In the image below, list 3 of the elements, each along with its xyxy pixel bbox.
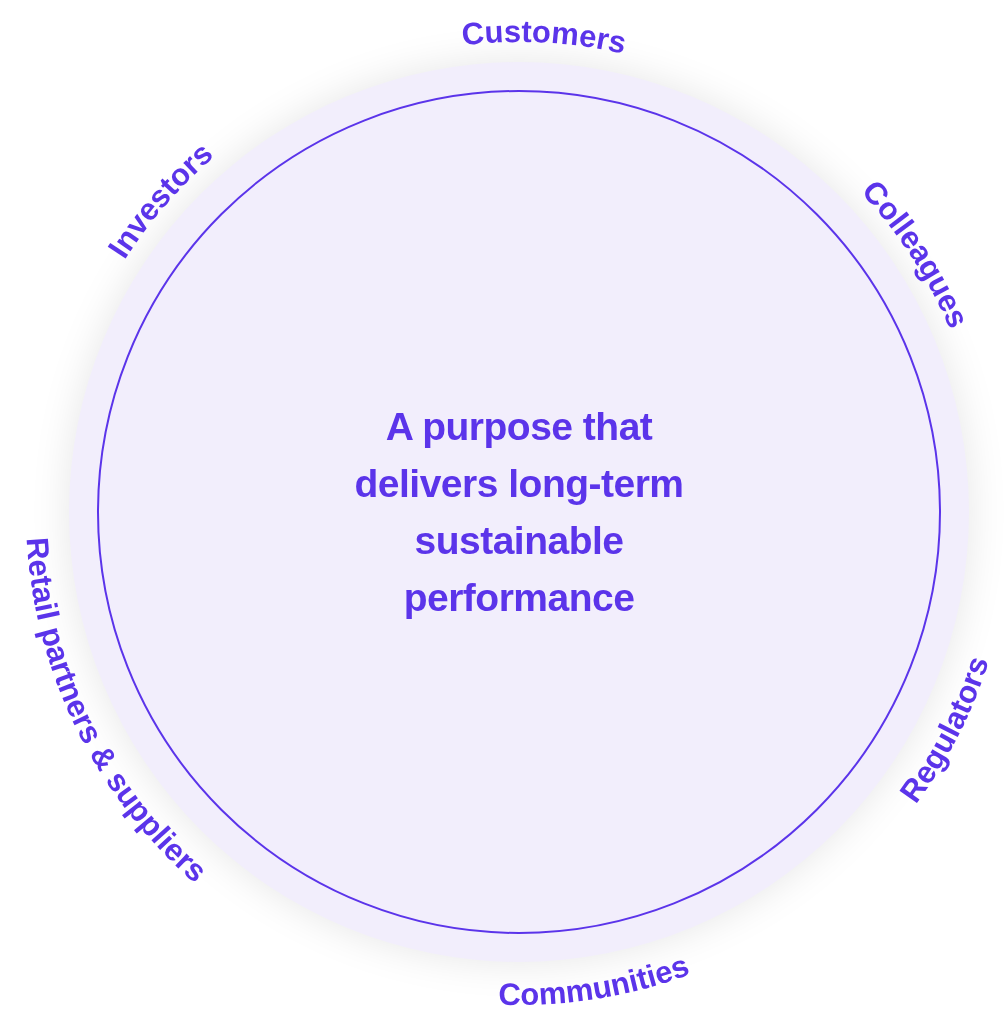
stakeholder-label: Customers [460, 13, 630, 61]
purpose-statement: A purpose that delivers long-term sustainable performance [353, 404, 685, 621]
stakeholder-label: Communities [498, 947, 694, 1013]
